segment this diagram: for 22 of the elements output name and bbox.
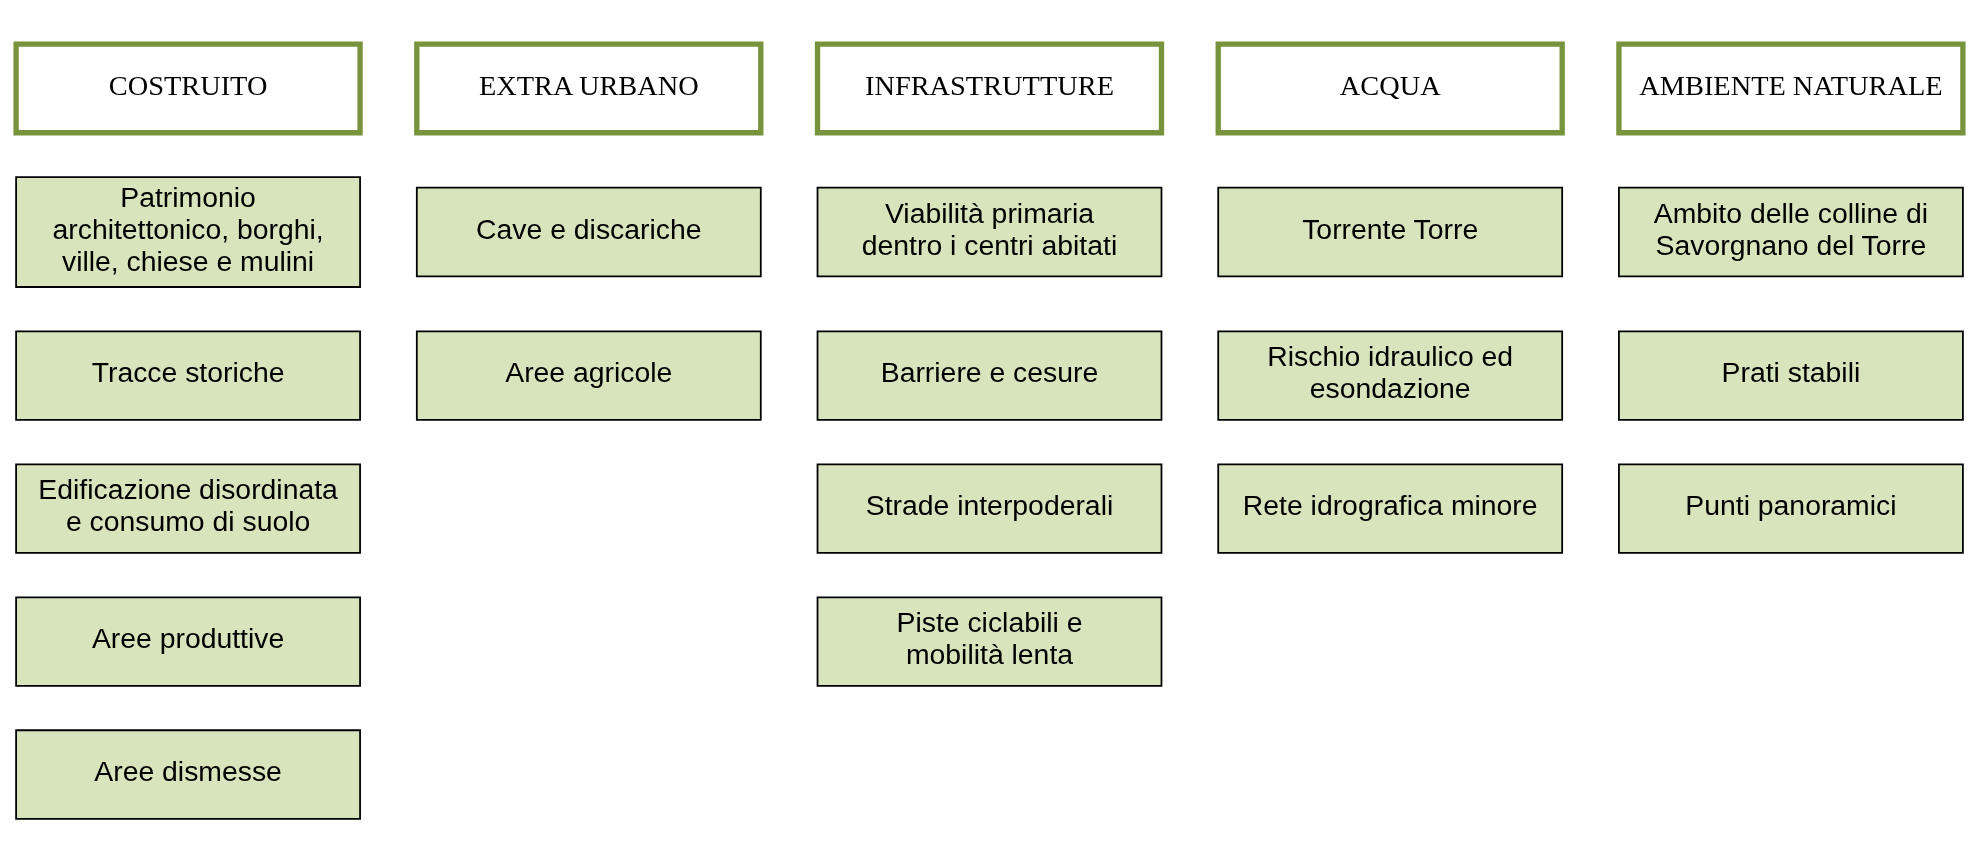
node-box: Viabilità primaria dentro i centri abitati bbox=[816, 186, 1163, 277]
node-box: Ambito delle colline di Savorgnano del Torre bbox=[1618, 186, 1964, 277]
node-box: INFRASTRUTTURE bbox=[814, 40, 1165, 135]
node-box: Aree produttive bbox=[15, 595, 361, 687]
node-box: Tracce storiche bbox=[15, 329, 361, 421]
node-box: COSTRUITO bbox=[13, 40, 363, 135]
node-box: Barriere e cesure bbox=[816, 329, 1163, 421]
node-box: Aree agricole bbox=[415, 329, 762, 421]
node-box: ACQUA bbox=[1215, 40, 1565, 135]
node-box: Edificazione disordinata e consumo di suolo bbox=[15, 462, 361, 554]
node-box: AMBIENTE NATURALE bbox=[1616, 40, 1966, 135]
node-box: Aree dismesse bbox=[15, 728, 361, 820]
node-box: Torrente Torre bbox=[1217, 186, 1564, 277]
node-box: Rete idrografica minore bbox=[1217, 462, 1564, 554]
node-box: Punti panoramici bbox=[1618, 462, 1964, 554]
node-box: Strade interpoderali bbox=[816, 462, 1163, 554]
node-box: Rischio idraulico ed esondazione bbox=[1217, 329, 1564, 421]
node-box: Piste ciclabili e mobilità lenta bbox=[816, 595, 1163, 687]
node-box: Patrimonio architettonico, borghi, ville, chiese e mulini bbox=[15, 175, 361, 288]
node-box: Prati stabili bbox=[1618, 329, 1964, 421]
node-box: EXTRA URBANO bbox=[414, 40, 764, 135]
node-box: Cave e discariche bbox=[415, 186, 762, 277]
